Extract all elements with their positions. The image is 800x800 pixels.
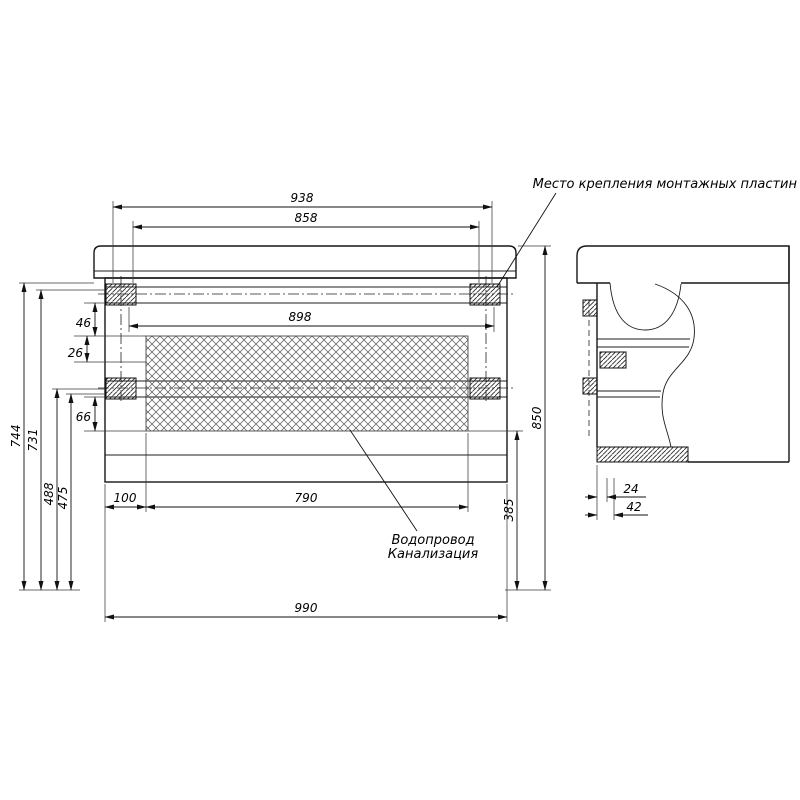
dim-385: 385 (502, 499, 516, 522)
countertop-front (93, 245, 517, 279)
extension-lines (19, 201, 615, 622)
dim-100: 100 (114, 491, 137, 505)
side-bottom-strip (596, 446, 689, 463)
mounting-plates-leader (496, 192, 557, 288)
side-mounting-plate-top (582, 299, 598, 317)
dim-26: 26 (68, 346, 84, 360)
basin-bowl-profile (609, 282, 682, 331)
dim-990: 990 (295, 601, 318, 615)
mounting-plate-bottom-right (469, 377, 501, 400)
dim-744: 744 (9, 425, 23, 448)
dim-790: 790 (295, 491, 318, 505)
dim-938: 938 (291, 191, 314, 205)
service-panel-hatch (145, 335, 469, 432)
dim-488: 488 (42, 482, 56, 505)
dim-898: 898 (289, 310, 312, 324)
plumbing-label-line2: Канализация (388, 547, 479, 562)
plumbing-label-line1: Водопровод (391, 533, 474, 548)
dim-46: 46 (76, 316, 92, 330)
annotations: Место крепления монтажных пластин Водопр… (349, 177, 798, 562)
dim-24: 24 (623, 482, 638, 496)
mounting-plates-label: Место крепления монтажных пластин (533, 177, 798, 192)
side-rail-block (599, 351, 627, 369)
side-view (576, 245, 790, 463)
dim-42: 42 (626, 500, 641, 514)
dim-475: 475 (56, 487, 70, 510)
side-mounting-plate-bottom (582, 377, 598, 395)
dimension-texts: 938 858 898 46 26 66 744 731 488 475 100… (9, 191, 642, 615)
cabinet-body (104, 277, 508, 483)
dim-858: 858 (295, 211, 318, 225)
plumbing-leader (349, 429, 418, 532)
mounting-plate-top-right (469, 283, 501, 306)
mounting-plate-top-left (105, 283, 137, 306)
mounting-plate-bottom-left (105, 377, 137, 400)
side-panel-curve (654, 283, 695, 448)
dim-850: 850 (530, 406, 544, 429)
dim-66: 66 (76, 410, 92, 424)
front-view (93, 245, 517, 483)
dimension-lines (21, 204, 648, 620)
countertop-side (576, 245, 790, 283)
dim-731: 731 (26, 429, 40, 452)
